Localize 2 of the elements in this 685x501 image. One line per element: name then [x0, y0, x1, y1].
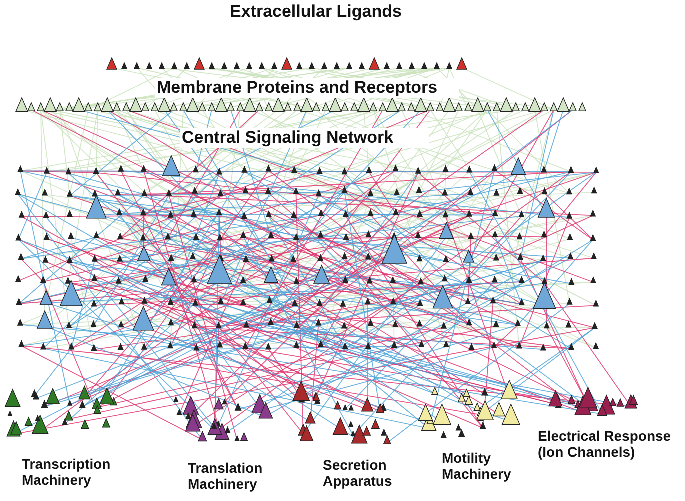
layer-title: Central Signaling Network [180, 128, 429, 148]
layer-title: Membrane Proteins and Receptors [155, 78, 459, 98]
